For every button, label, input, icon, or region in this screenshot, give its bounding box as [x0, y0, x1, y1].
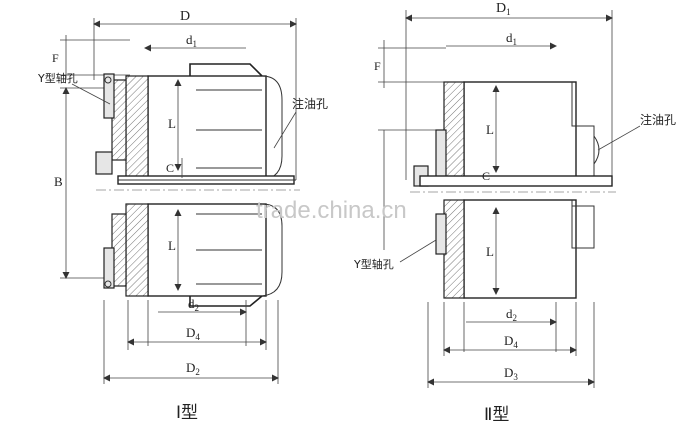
label-C-right: C — [482, 169, 490, 183]
label-oil-hole-right: 注油孔 — [640, 112, 676, 127]
label-D4-right: D4 — [504, 333, 518, 350]
label-d1: d1 — [186, 32, 197, 49]
label-D1: D1 — [496, 1, 511, 17]
label-d1-right: d1 — [506, 30, 517, 47]
watermark: trade.china.cn — [256, 197, 407, 224]
caption-type-1: Ⅰ型 — [176, 403, 198, 423]
label-D2: D2 — [186, 360, 200, 377]
caption-type-2: Ⅱ型 — [484, 405, 509, 425]
label-F-right: F — [374, 59, 381, 73]
label-d2-left: d2 — [188, 296, 199, 313]
label-D4-left: D4 — [186, 325, 200, 342]
label-B: B — [54, 174, 63, 189]
label-d2-right: d2 — [506, 306, 517, 323]
label-L-bottom-left: L — [168, 238, 176, 253]
label-C-left: C — [166, 161, 174, 175]
label-F-left: F — [52, 51, 59, 65]
label-D3: D3 — [504, 365, 518, 382]
label-L-top-right: L — [486, 122, 494, 137]
label-y-hole-right: Y型轴孔 — [353, 257, 394, 271]
label-L-bottom-right: L — [486, 244, 494, 259]
type-2-drawing — [378, 10, 641, 388]
label-D: D — [180, 9, 190, 24]
type-1-drawing — [60, 18, 300, 384]
label-oil-hole-left: 注油孔 — [292, 96, 328, 111]
dimension-labels: D d1 F B Y型轴孔 注油孔 L L C d2 D4 D2 D1 d1 F… — [37, 1, 676, 425]
label-y-hole-left: Y型轴孔 — [37, 71, 78, 85]
label-L-top-left: L — [168, 116, 176, 131]
